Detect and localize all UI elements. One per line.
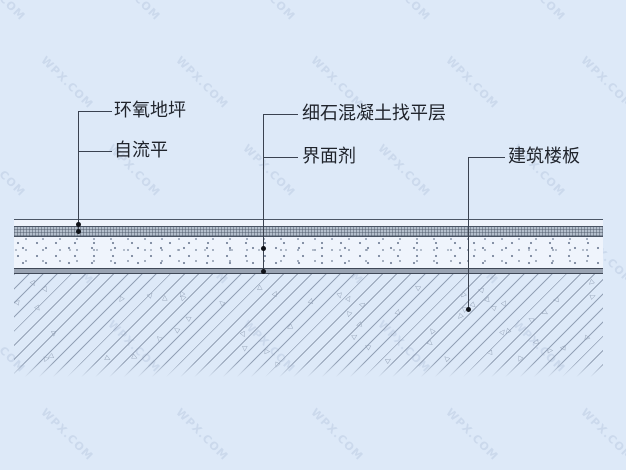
label-building-floor-slab: 建筑楼板 (508, 146, 580, 167)
watermark-text: WPX.COM (173, 405, 231, 464)
leader-dot-self-leveling (76, 229, 81, 234)
concrete-triangle-icon: ◁ (583, 334, 591, 343)
concrete-triangle-icon: ▷ (270, 288, 281, 298)
watermark-text: WPX.COM (240, 141, 298, 200)
leader-tick-slab (468, 157, 505, 158)
leader-line-middle-vertical (263, 114, 264, 273)
concrete-triangle-icon: ◁ (183, 312, 192, 323)
watermark-text: WPX.COM (578, 53, 626, 112)
watermark-text: WPX.COM (375, 141, 433, 200)
leader-line-right-vertical (468, 157, 469, 310)
concrete-triangle-icon: ▷ (116, 295, 127, 305)
fine-stone-concrete-layer (14, 237, 603, 268)
watermark-text: WPX.COM (105, 0, 162, 23)
leader-tick-self-leveling (78, 151, 112, 152)
concrete-triangle-icon: △ (484, 349, 493, 356)
epoxy-top-line (14, 219, 603, 220)
concrete-triangle-icon: △ (335, 291, 343, 301)
concrete-triangle-icon: ▽ (525, 314, 536, 324)
concrete-triangle-icon: ◁ (43, 354, 50, 363)
concrete-triangle-icon: ▷ (363, 342, 373, 352)
watermark-text: WPX.COM (38, 405, 96, 464)
concrete-triangle-icon: ▷ (344, 311, 354, 319)
label-fine-stone-concrete: 细石混凝土找平层 (302, 103, 446, 124)
concrete-triangle-icon: ▽ (461, 305, 468, 314)
leader-dot-epoxy (76, 222, 81, 227)
concrete-triangle-icon: △ (14, 299, 21, 307)
concrete-triangle-icon: ▽ (162, 294, 168, 303)
watermark-text: WPX.COM (308, 405, 366, 464)
concrete-triangle-icon: ◁ (238, 330, 249, 339)
concrete-triangle-icon: △ (257, 282, 264, 291)
watermark-text: WPX.COM (375, 0, 432, 23)
concrete-triangle-icon: ◁ (39, 285, 50, 295)
concrete-triangle-icon: ▽ (484, 294, 492, 304)
self-leveling-layer (14, 226, 603, 237)
label-self-leveling: 自流平 (114, 140, 168, 161)
concrete-triangle-icon: ◁ (532, 337, 540, 347)
leader-dot-slab (466, 307, 471, 312)
concrete-triangle-icon: ▷ (130, 352, 139, 363)
leader-tick-interface-agent (263, 157, 298, 158)
concrete-triangle-icon: ▽ (546, 347, 555, 354)
concrete-triangle-icon: ▽ (458, 290, 468, 301)
concrete-triangle-icon: ▽ (425, 339, 436, 349)
interface-agent-layer (14, 268, 603, 274)
leader-dot-concrete (261, 246, 266, 251)
concrete-triangle-icon: ▷ (354, 320, 363, 330)
watermark-text: WPX.COM (240, 0, 297, 23)
concrete-triangle-icon: ▽ (499, 298, 509, 309)
watermark-text: WPX.COM (578, 405, 626, 464)
concrete-triangle-icon: ▷ (33, 303, 43, 313)
leader-dot-interface-agent (261, 269, 266, 274)
label-epoxy-floor: 环氧地坪 (114, 100, 186, 121)
concrete-triangle-icon: ◁ (28, 279, 39, 289)
watermark-text: WPX.COM (510, 0, 567, 23)
concrete-triangle-icon: ◁ (306, 296, 317, 305)
concrete-triangle-icon: ▷ (586, 278, 596, 288)
concrete-triangle-icon: △ (503, 327, 513, 337)
concrete-triangle-icon: ▽ (488, 303, 498, 312)
concrete-triangle-icon: ◁ (477, 285, 485, 295)
label-interface-agent: 界面剂 (302, 146, 356, 167)
leader-tick-epoxy (78, 111, 112, 112)
concrete-triangle-icon: △ (344, 293, 353, 304)
concrete-triangle-icon: ▽ (427, 325, 437, 336)
concrete-triangle-icon: ▽ (145, 290, 155, 300)
concrete-triangle-icon: ◁ (541, 308, 550, 318)
concrete-triangle-icon: ▷ (383, 354, 393, 365)
concrete-triangle-icon: △ (441, 353, 452, 363)
concrete-triangle-icon: ◁ (393, 308, 403, 316)
concrete-triangle-icon: △ (588, 292, 599, 301)
leader-line-left-vertical (78, 111, 79, 234)
building-slab-layer: ▷◁▽△▷◁▽△▷◁▽△▷◁▽△▷◁▽△▷◁▽△▷◁▽△▷◁▽△▷◁▽△▷◁▽△… (14, 274, 603, 377)
watermark-text: WPX.COM (443, 405, 501, 464)
concrete-triangle-icon: △ (350, 331, 360, 341)
concrete-triangle-icon: ▷ (358, 300, 366, 310)
concrete-triangle-icon: ◁ (285, 322, 295, 332)
leader-tick-concrete (263, 114, 298, 115)
concrete-triangle-icon: △ (412, 282, 422, 292)
watermark-text: WPX.COM (0, 141, 28, 200)
epoxy-floor-layer (14, 220, 603, 226)
concrete-triangle-icon: ▽ (272, 360, 281, 371)
watermark-text: WPX.COM (38, 53, 96, 112)
concrete-triangle-icon: △ (241, 344, 248, 353)
concrete-triangle-icon: ▷ (217, 297, 227, 308)
concrete-triangle-icon: ▽ (515, 354, 524, 365)
concrete-triangle-icon: ▽ (262, 348, 271, 355)
concrete-triangle-icon: ▷ (552, 296, 559, 305)
watermark-text: WPX.COM (0, 0, 28, 23)
concrete-triangle-icon: ▷ (559, 344, 566, 353)
concrete-triangle-icon: ▷ (172, 324, 182, 335)
concrete-triangle-icon: △ (50, 329, 57, 338)
concrete-triangle-icon: ◁ (154, 333, 164, 344)
concrete-triangle-icon: △ (103, 354, 113, 363)
watermark-text: WPX.COM (443, 53, 501, 112)
